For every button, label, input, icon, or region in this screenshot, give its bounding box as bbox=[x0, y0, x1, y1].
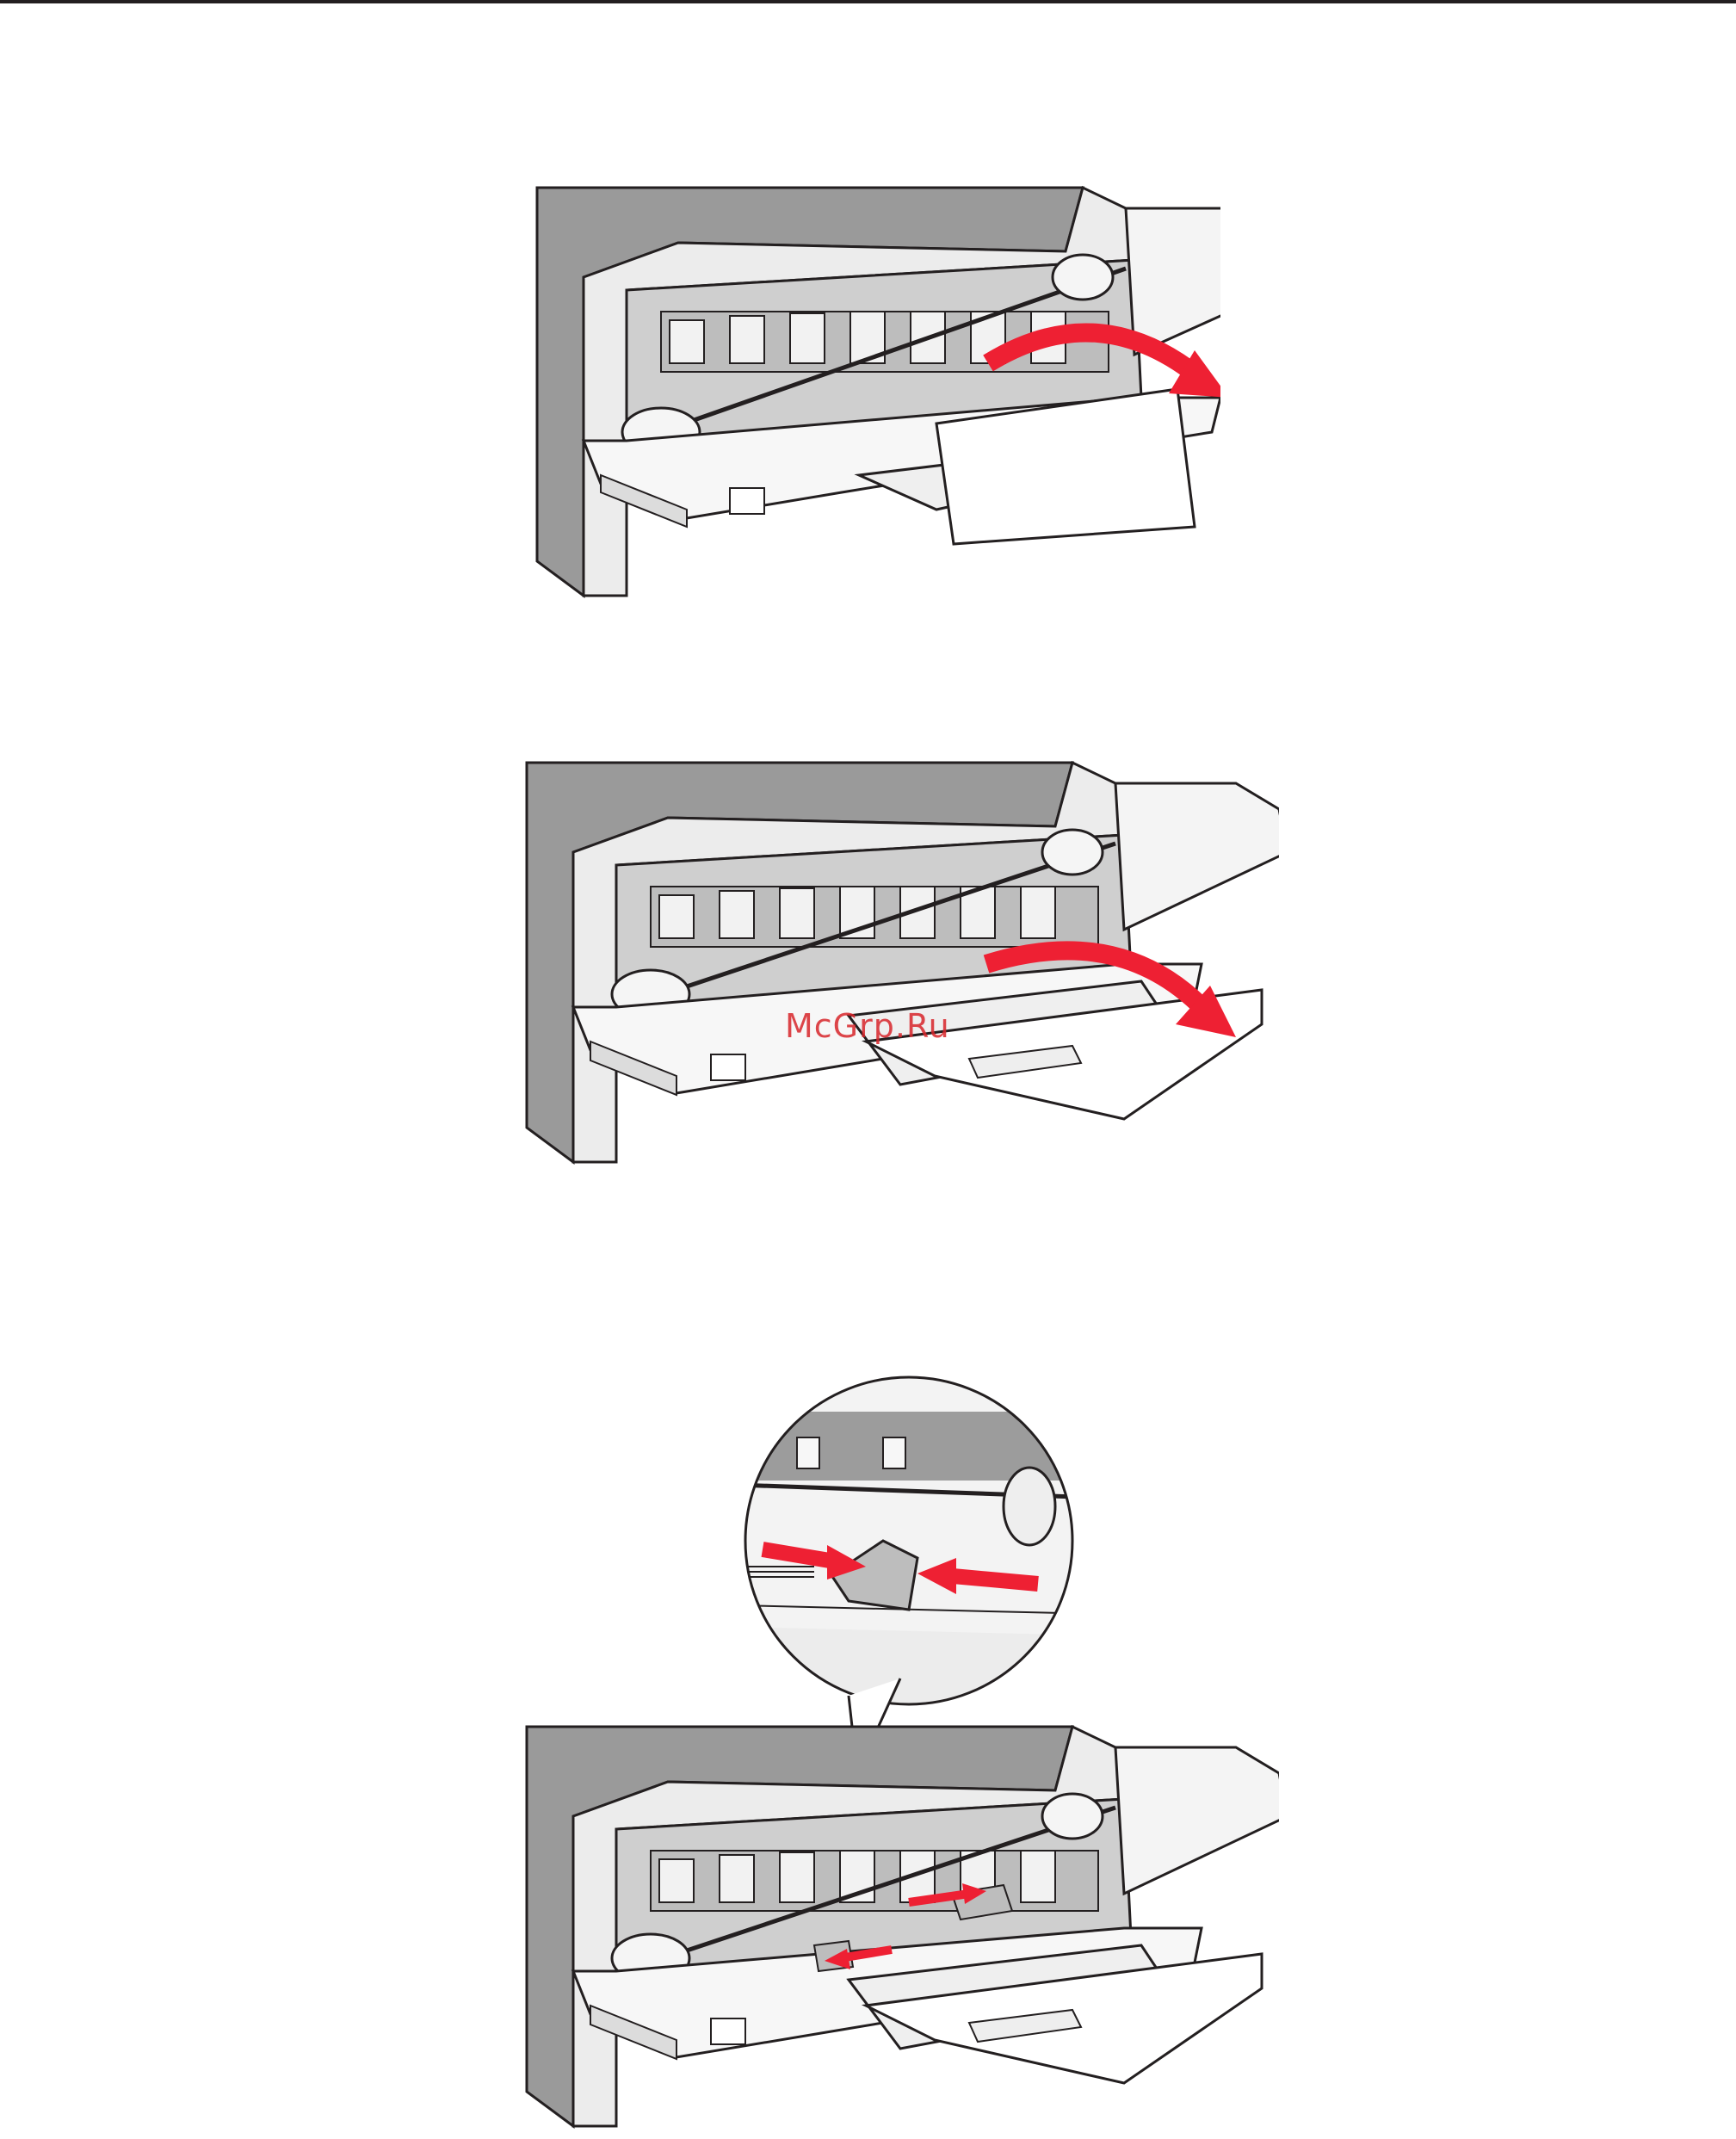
unfold-tray-extension-illustration bbox=[522, 757, 1279, 1171]
figure-3-adjust-guides bbox=[522, 1369, 1279, 2135]
figure-2-unfold-extension bbox=[522, 757, 1279, 1171]
open-tray-extension-illustration bbox=[532, 182, 1220, 604]
header-rule bbox=[0, 0, 1736, 3]
figure-1-open-tray bbox=[532, 182, 1220, 604]
slide-width-guide-illustration bbox=[522, 1369, 1279, 2135]
watermark-text: McGrp.Ru bbox=[785, 1007, 950, 1045]
